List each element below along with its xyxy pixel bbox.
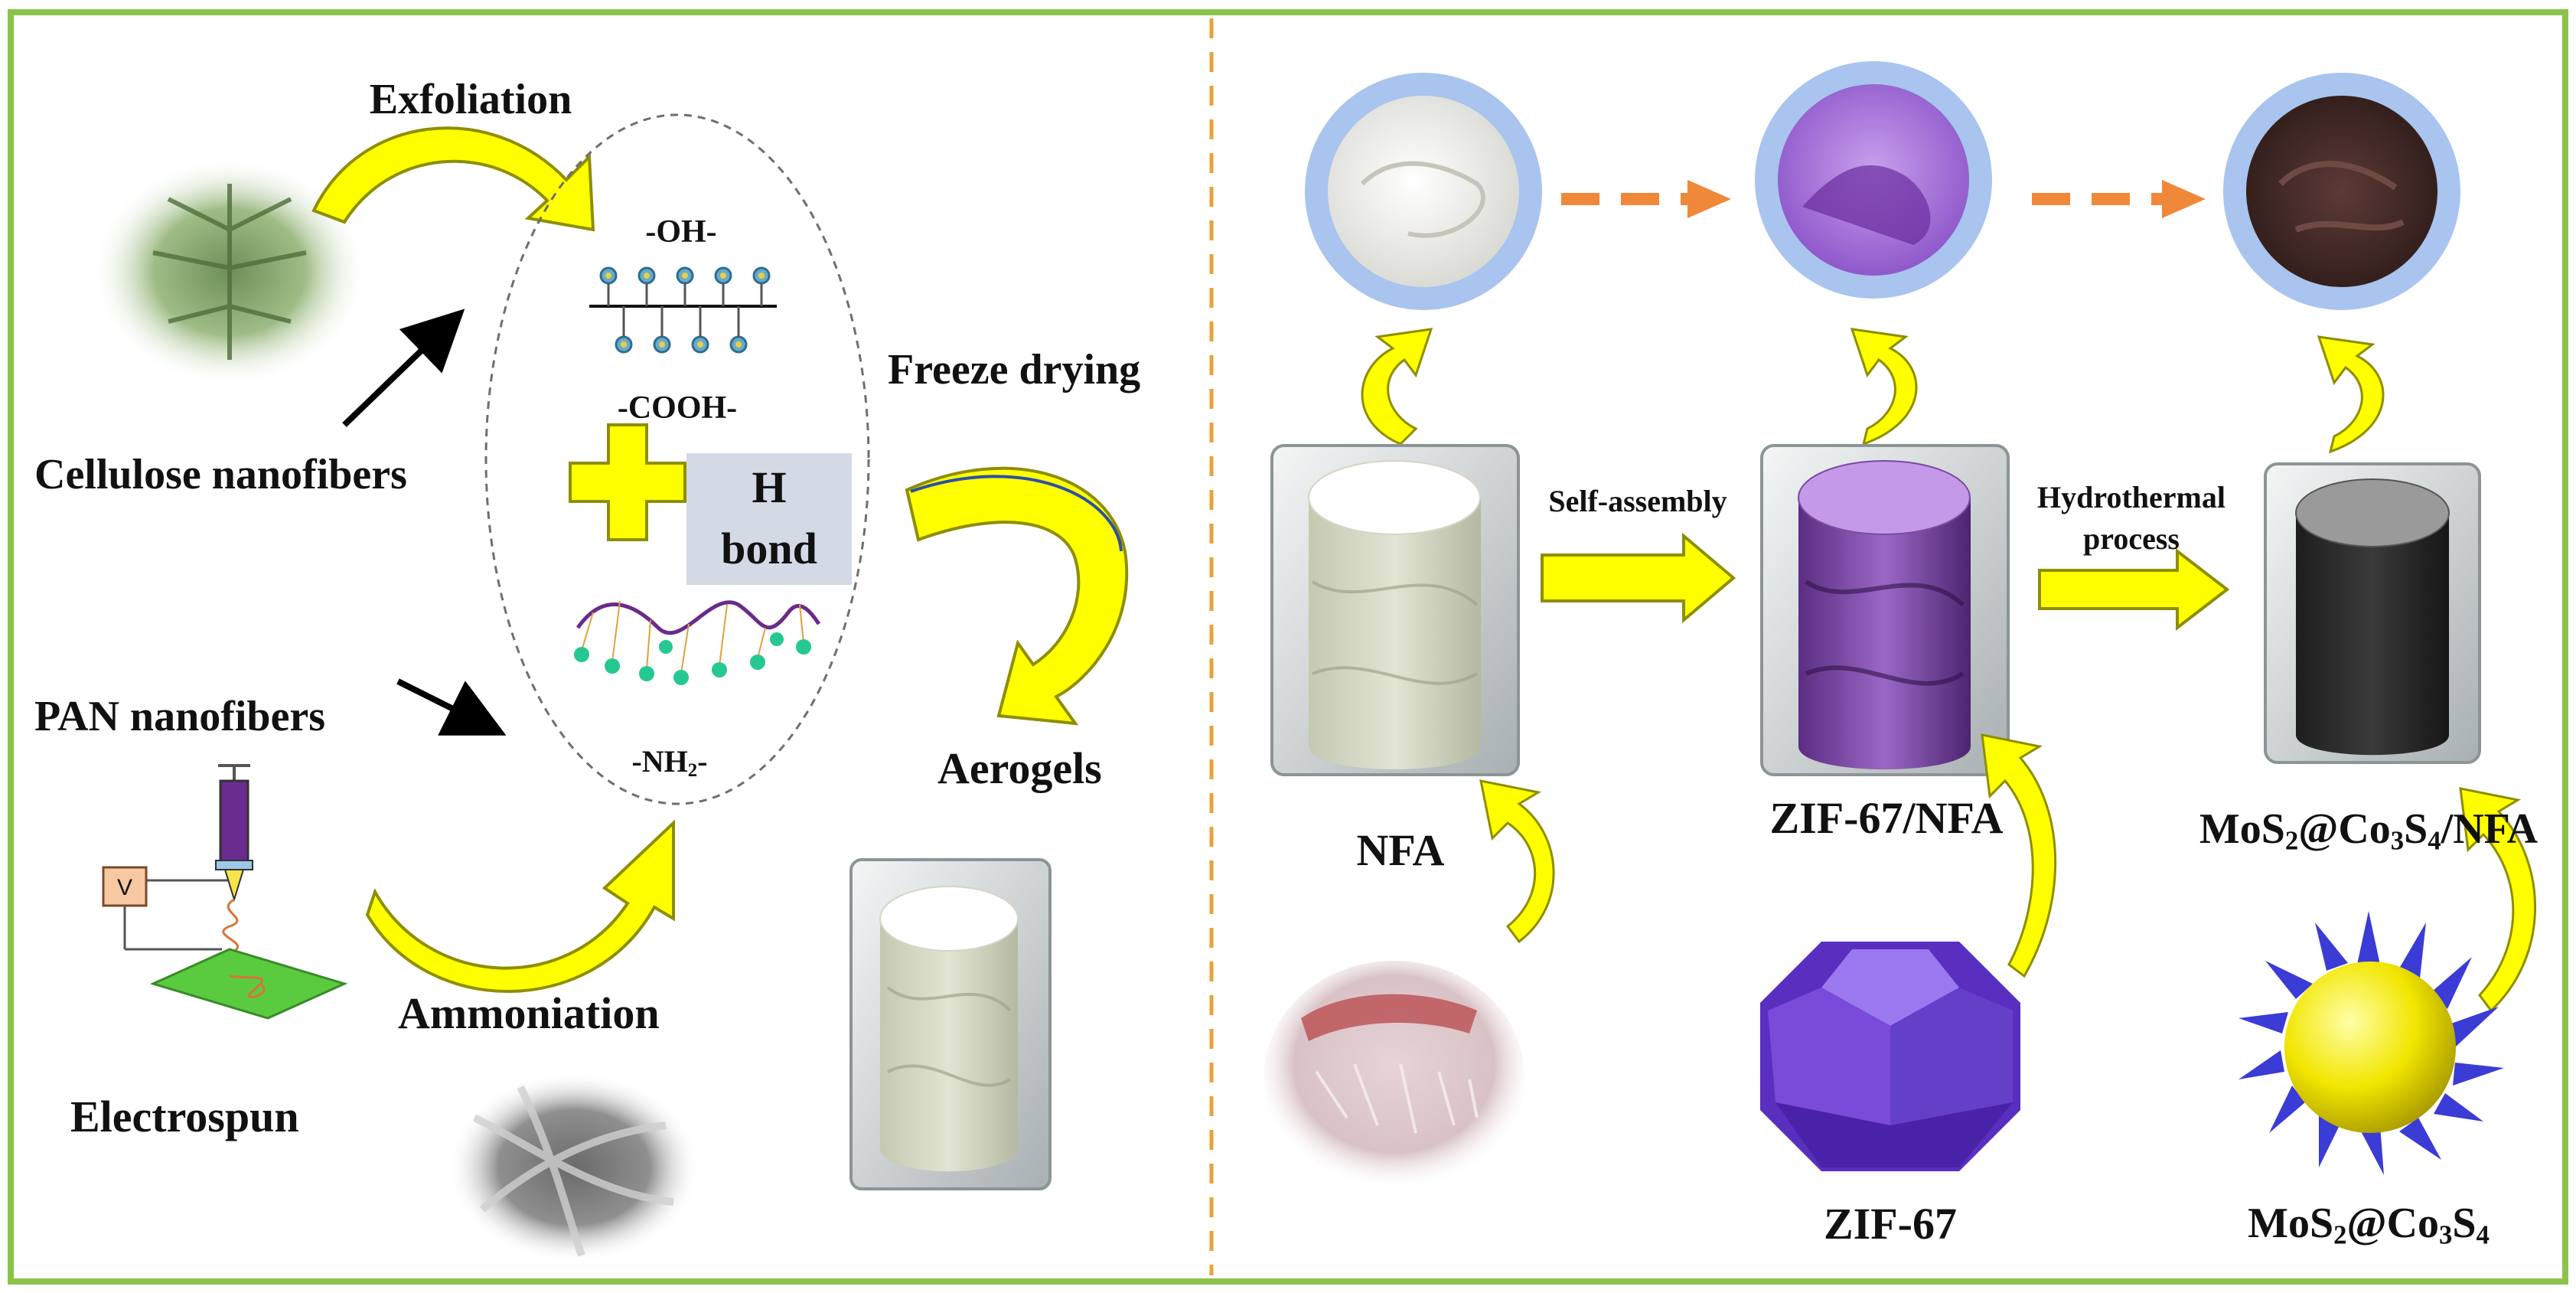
label-composite: MoS2@Co3S4 [2248,1200,2490,1249]
label-zif67-nfa: ZIF-67/NFA [1769,793,2004,843]
composite-nfa-a-sub: 2 [2284,825,2299,856]
zif67-polyhedron [1760,942,2020,1171]
zif-to-cylinder-arrow [1981,733,2057,978]
label-voltage-symbol: V [116,875,133,900]
label-freeze-drying: Freeze drying [888,346,1141,393]
bonding-ellipse [484,113,870,805]
label-hydrothermal-line2: process [2083,521,2180,556]
composite-nfa-b-sub: 3 [2390,825,2405,856]
label-cellulose-nanofibers: Cellulose nanofibers [34,451,407,498]
label-nh2-group: -NH2- [631,744,708,781]
label-ammoniation: Ammoniation [398,988,660,1038]
outer-frame [8,9,2568,1285]
composite-c-sub: 4 [2476,1220,2490,1250]
sun-to-composite-arrow [2459,787,2536,1013]
composite-b: @Co [2346,1200,2440,1247]
self-assembly-arrow [1541,532,1736,624]
hbond-box [686,453,852,585]
composite-nfa-c: S [2404,805,2428,853]
label-hbond-line1: H [752,462,787,512]
composite-foam-bubble [2223,73,2460,310]
up-curve-arrow-nfa [1361,328,1433,446]
nh2-polymer-chain [574,600,821,685]
composite-sun [2239,911,2504,1175]
composite-c: S [2452,1200,2477,1247]
pan-arrow [396,678,507,736]
label-self-assembly: Self-assembly [1548,484,1727,518]
zif67-nfa-foam-bubble [1755,61,1992,299]
ammoniation-arrow [365,819,675,993]
composite-a-sub: 2 [2333,1220,2347,1250]
composite-b-sub: 3 [2439,1220,2453,1250]
nfa-cylinder-box [1270,444,1520,776]
up-curve-arrow-zif [1850,328,1918,446]
composite-cylinder-box [2264,462,2481,764]
oh-molecule [589,266,777,354]
nh2-main: -NH [631,744,688,779]
label-cooh-group: -COOH- [617,390,738,426]
aerogel-cylinder [880,919,1018,1171]
exfoliation-arrow [311,126,595,232]
label-exfoliation: Exfoliation [369,76,572,123]
hydrothermal-arrow [2038,547,2230,632]
zif67-nfa-cylinder-box [1760,444,2010,776]
dashed-arrow-2 [2032,180,2206,218]
electrospinning-apparatus [102,764,348,1020]
cellulose-arrow [342,309,465,427]
label-hydrothermal-line1: Hydrothermal [2037,480,2225,514]
label-pan-nanofibers: PAN nanofibers [34,693,326,740]
freeze-drying-arrow [905,466,1129,726]
nfa-foam-bubble [1305,73,1542,310]
sem-fibers [472,1085,674,1257]
nh2-sub: 2 [687,760,698,782]
label-aerogels: Aerogels [937,743,1102,793]
sun-spikes [2239,911,2504,1175]
label-electrospun: Electrospun [70,1092,299,1141]
composite-nfa-a: MoS [2199,805,2285,853]
composite-nfa-b: @Co [2298,805,2391,853]
composite-nfa-d: /NFA [2441,805,2539,853]
sun-core [2284,962,2456,1133]
nh2-tail: - [697,744,708,779]
fur-to-nfa-arrow [1479,779,1555,944]
composite-nfa-c-sub: 4 [2428,825,2441,856]
label-hbond-line2: bond [721,524,817,573]
composite-a: MoS [2248,1200,2334,1247]
label-nfa: NFA [1356,825,1445,875]
plus-symbol [569,423,686,541]
up-curve-arrow-composite [2317,335,2385,454]
dashed-arrow-1 [1561,180,1731,218]
label-oh-group: -OH- [645,214,717,250]
label-zif67: ZIF-67 [1824,1199,1957,1249]
leaf-veins [152,184,307,360]
label-composite-nfa: MoS2@Co3S4/NFA [2199,805,2539,854]
